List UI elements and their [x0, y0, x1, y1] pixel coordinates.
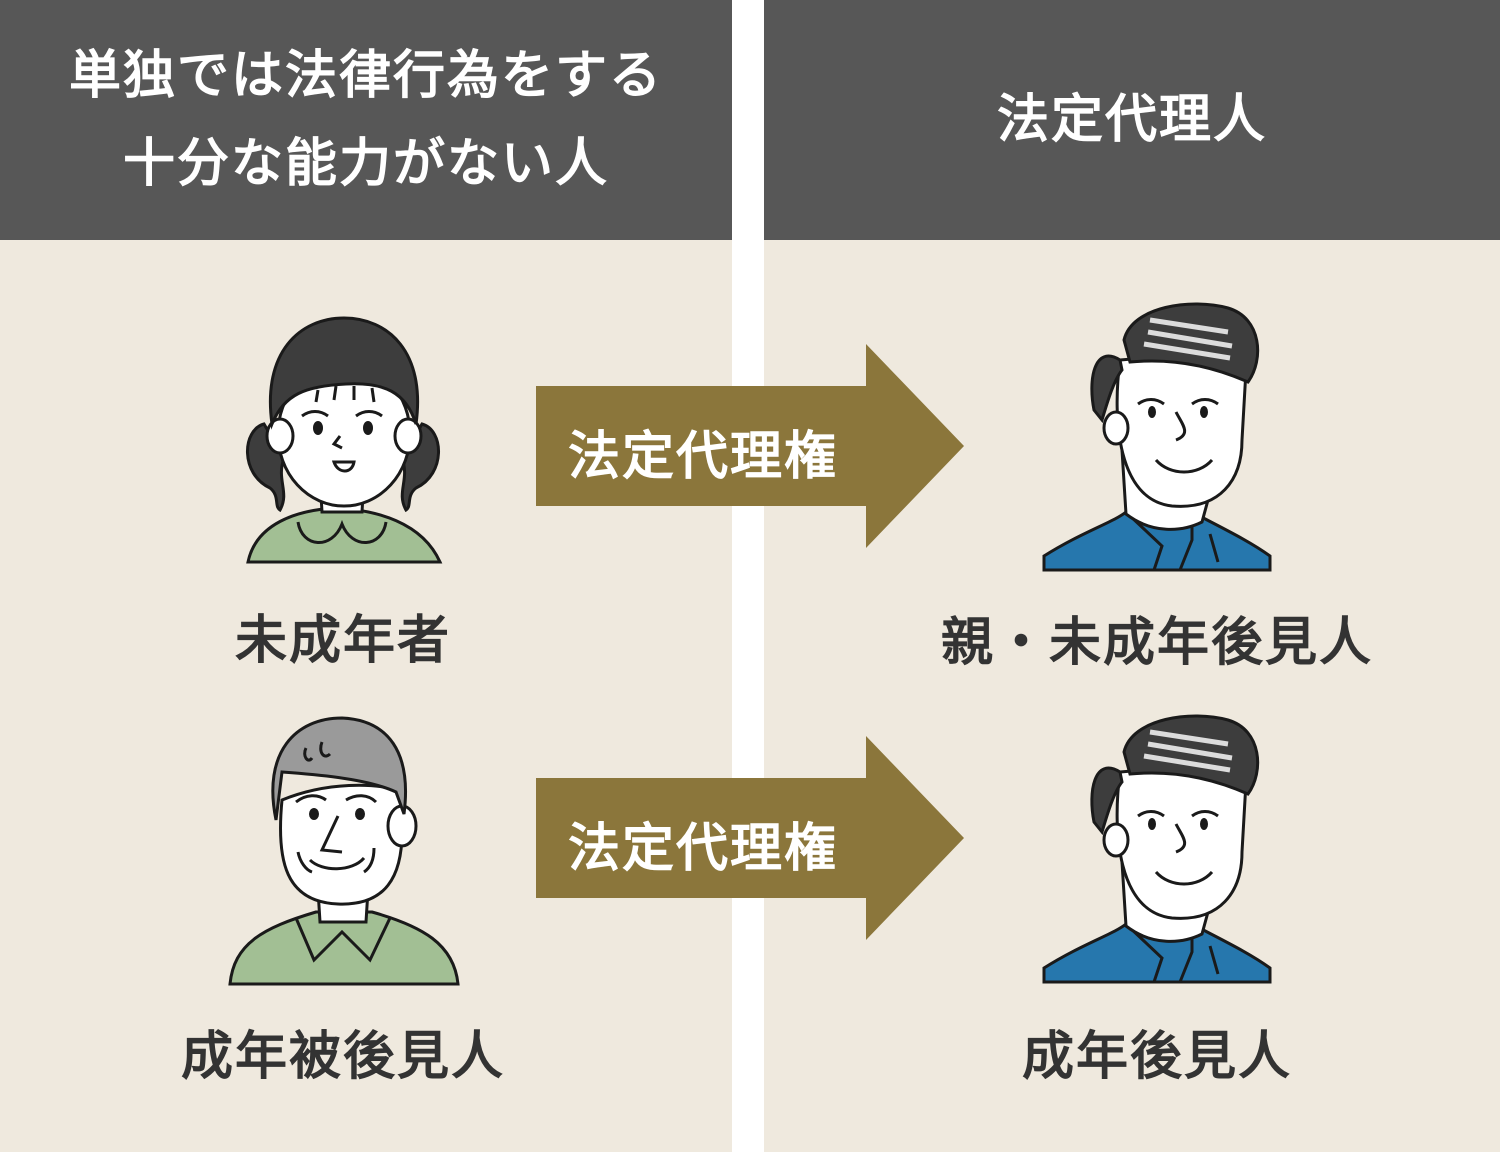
left-header: 単独では法律行為をする 十分な能力がない人 [0, 0, 732, 240]
girl-child-icon [246, 316, 443, 564]
left-header-line1: 単独では法律行為をする [68, 46, 663, 106]
arrow-right-icon [536, 736, 964, 940]
left-column: 単独では法律行為をする 十分な能力がない人 未成年者 [0, 0, 732, 1152]
arrow-label-bottom: 法定代理権 [568, 819, 839, 879]
right-column: 法定代理人 親・未成年後見人 成年後見人 [764, 0, 1500, 1152]
elderly-man-icon [228, 716, 460, 986]
right-header-title: 法定代理人 [996, 90, 1267, 150]
parent-guardian-label: 親・未成年後見人 [940, 613, 1373, 673]
adult-guardian-label: 成年後見人 [1021, 1027, 1292, 1087]
arrow-label-top: 法定代理権 [568, 427, 839, 487]
adult-man-icon [1042, 302, 1272, 572]
adult-ward-label: 成年被後見人 [180, 1027, 505, 1087]
left-header-line2: 十分な能力がない人 [122, 134, 609, 194]
minor-label: 未成年者 [234, 611, 451, 671]
right-header: 法定代理人 [764, 0, 1500, 240]
arrow-right-icon [536, 344, 964, 548]
adult-man-icon [1042, 714, 1272, 984]
